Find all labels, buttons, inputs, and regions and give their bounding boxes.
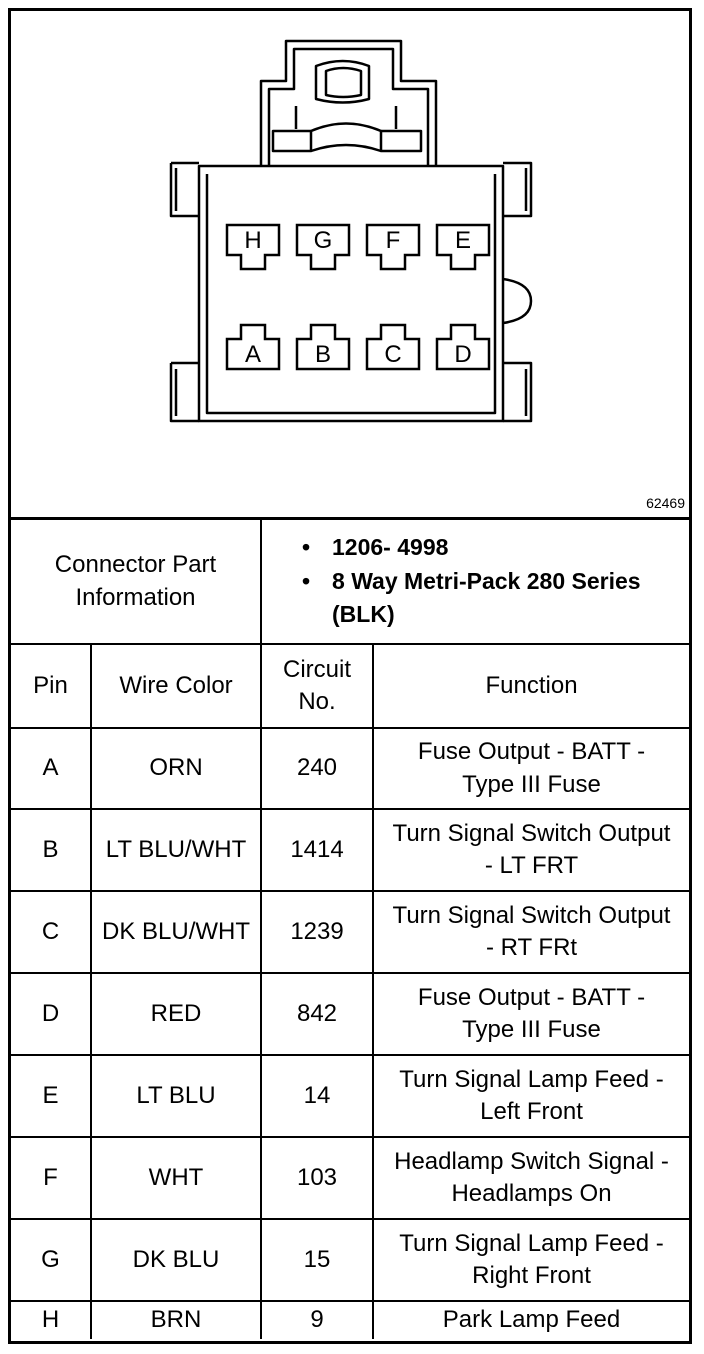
connector-info-values: 1206- 4998 8 Way Metri-Pack 280 Series (… — [260, 520, 690, 645]
function-cell: Turn Signal Lamp Feed - Right Front — [372, 1218, 690, 1302]
pin-cell: B — [11, 808, 92, 892]
circuit-column-header: Circuit No. — [260, 643, 375, 729]
function-cell: Fuse Output - BATT - Type III Fuse — [372, 728, 690, 810]
function-line2: Type III Fuse — [462, 770, 601, 798]
function-line1: Fuse Output - BATT - — [417, 983, 646, 1011]
circuit-cell: 9 — [260, 1300, 375, 1339]
function-line1: Turn Signal Switch Output — [392, 901, 671, 929]
pin-cavity-f: F — [365, 223, 421, 273]
circuit-header-line2: No. — [298, 688, 336, 715]
pin-cavity-label: D — [454, 341, 472, 368]
pin-cavity-label: F — [385, 227, 401, 254]
pin-column-header: Pin — [11, 643, 92, 729]
pin-cell: C — [11, 890, 92, 974]
function-cell: Turn Signal Lamp Feed - Left Front — [372, 1054, 690, 1138]
connector-face-drawing — [169, 39, 533, 423]
wire-color-cell: WHT — [89, 1136, 263, 1220]
connector-info-label-line2: Information — [75, 583, 196, 611]
connector-diagram: 62469 H G F E A B C D — [11, 11, 689, 520]
function-line1: Turn Signal Switch Output — [392, 819, 671, 847]
pin-cavity-d: D — [435, 321, 491, 371]
connector-info-label-line1: Connector Part — [54, 551, 217, 579]
pin-cavity-label: B — [314, 341, 331, 368]
pin-cavity-a: A — [225, 321, 281, 371]
pin-cavity-h: H — [225, 223, 281, 273]
figure-id: 62469 — [646, 495, 685, 511]
pin-cell: H — [11, 1300, 92, 1339]
wire-color-cell: BRN — [89, 1300, 263, 1339]
wire-color-cell: RED — [89, 972, 263, 1056]
pin-cavity-c: C — [365, 321, 421, 371]
pin-cavity-b: B — [295, 321, 351, 371]
pin-cavity-e: E — [435, 223, 491, 273]
function-line1: Turn Signal Lamp Feed - — [399, 1229, 664, 1257]
connector-info-label: Connector Part Information — [11, 520, 263, 645]
circuit-cell: 15 — [260, 1218, 375, 1302]
circuit-cell: 1239 — [260, 890, 375, 974]
wire-color-cell: DK BLU — [89, 1218, 263, 1302]
function-cell: Turn Signal Switch Output - RT FRt — [372, 890, 690, 974]
function-line1: Park Lamp Feed — [442, 1306, 621, 1334]
pin-cavity-label: H — [244, 227, 262, 254]
pin-cavity-label: G — [313, 227, 333, 254]
circuit-cell: 103 — [260, 1136, 375, 1220]
pin-cell: F — [11, 1136, 92, 1220]
function-cell: Turn Signal Switch Output - LT FRT — [372, 808, 690, 892]
pin-cell: E — [11, 1054, 92, 1138]
function-line1: Turn Signal Lamp Feed - — [399, 1065, 664, 1093]
wire-color-cell: LT BLU/WHT — [89, 808, 263, 892]
connector-info-row: Connector Part Information 1206- 4998 8 … — [11, 520, 690, 645]
function-line2: Left Front — [480, 1098, 583, 1125]
function-line2: Type III Fuse — [462, 1016, 601, 1043]
circuit-cell: 240 — [260, 728, 375, 810]
wire-color-cell: ORN — [89, 728, 263, 810]
connector-part-number: 1206- 4998 — [302, 531, 685, 565]
function-line1: Fuse Output - BATT - — [417, 738, 646, 766]
pin-cavity-g: G — [295, 223, 351, 273]
circuit-cell: 1414 — [260, 808, 375, 892]
function-line2: Headlamps On — [451, 1180, 612, 1207]
pin-cell: A — [11, 728, 92, 810]
function-line2: Right Front — [472, 1262, 591, 1289]
pinout-table: Connector Part Information 1206- 4998 8 … — [11, 520, 690, 1339]
pin-cavity-label: C — [384, 341, 402, 368]
circuit-cell: 14 — [260, 1054, 375, 1138]
function-line1: Headlamp Switch Signal - — [394, 1147, 669, 1175]
pin-cavity-label: E — [454, 227, 471, 254]
pin-cavity-label: A — [244, 341, 261, 368]
function-line2: - LT FRT — [484, 852, 579, 879]
function-column-header: Function — [372, 643, 690, 729]
pin-cell: G — [11, 1218, 92, 1302]
column-header-row: Pin Wire Color Circuit No. Function — [11, 643, 690, 729]
function-cell: Park Lamp Feed — [372, 1300, 690, 1339]
circuit-cell: 842 — [260, 972, 375, 1056]
function-cell: Headlamp Switch Signal - Headlamps On — [372, 1136, 690, 1220]
wire-color-cell: LT BLU — [89, 1054, 263, 1138]
function-cell: Fuse Output - BATT - Type III Fuse — [372, 972, 690, 1056]
wire-color-column-header: Wire Color — [89, 643, 263, 729]
connector-description: 8 Way Metri-Pack 280 Series (BLK) — [302, 565, 685, 632]
circuit-header-line1: Circuit — [283, 655, 352, 683]
pin-cell: D — [11, 972, 92, 1056]
wire-color-cell: DK BLU/WHT — [89, 890, 263, 974]
function-line2: - RT FRt — [485, 934, 578, 961]
